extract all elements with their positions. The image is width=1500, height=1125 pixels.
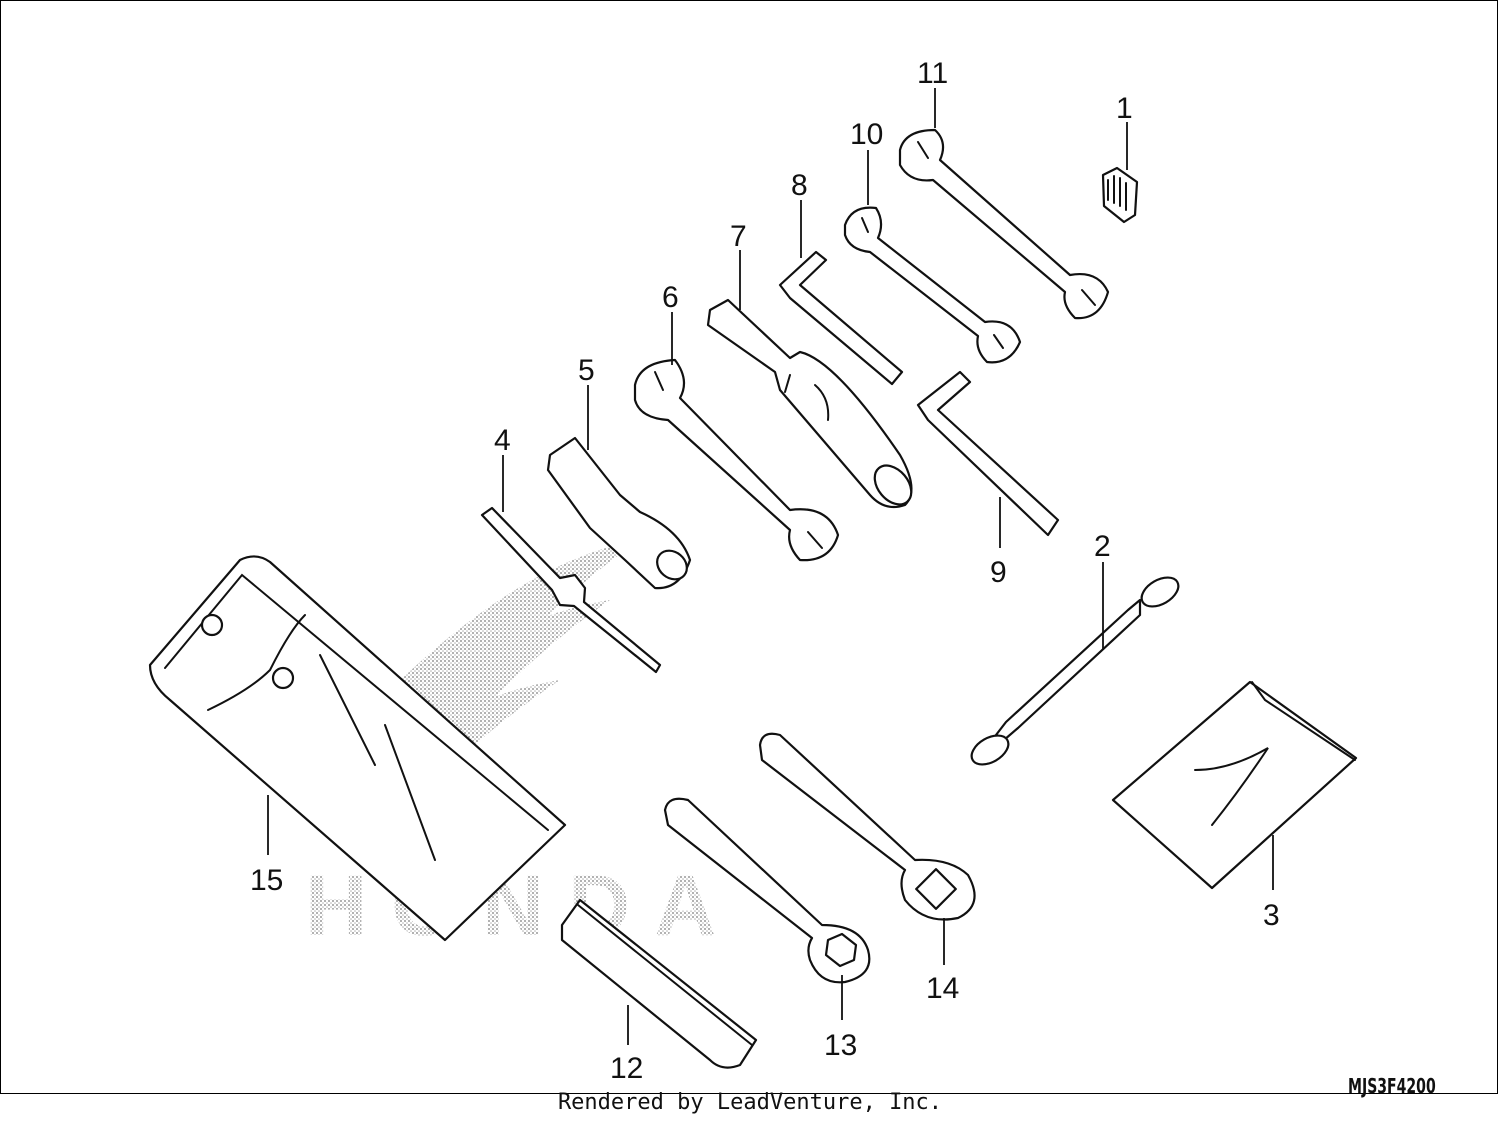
part-7-plug-wrench[interactable] xyxy=(706,298,919,511)
diagram-frame xyxy=(0,0,1498,1094)
callout-6[interactable]: 6 xyxy=(662,281,679,314)
callout-15[interactable]: 15 xyxy=(250,864,283,897)
callout-2[interactable]: 2 xyxy=(1094,530,1111,563)
part-2-strap[interactable] xyxy=(967,572,1184,771)
part-10-wrench[interactable] xyxy=(843,206,1022,364)
callout-numbers: 1 2 3 4 5 6 7 8 9 10 11 12 13 14 15 xyxy=(250,57,1280,1085)
callout-8[interactable]: 8 xyxy=(791,169,808,202)
diagram-code: MJS3F4200 xyxy=(1348,1074,1436,1098)
part-13-box-wrench[interactable] xyxy=(663,797,871,984)
part-6-wrench[interactable] xyxy=(633,358,840,562)
part-3-manual[interactable] xyxy=(1111,680,1358,890)
callout-9[interactable]: 9 xyxy=(990,556,1007,589)
leader-lines xyxy=(267,88,1274,1045)
part-1-clip[interactable] xyxy=(1101,166,1139,224)
callout-4[interactable]: 4 xyxy=(494,424,511,457)
part-4-screwdriver[interactable] xyxy=(480,506,662,674)
callout-14[interactable]: 14 xyxy=(926,972,959,1005)
callout-13[interactable]: 13 xyxy=(824,1029,857,1062)
part-9-hex-key[interactable] xyxy=(916,370,1060,537)
callout-1[interactable]: 1 xyxy=(1116,92,1133,125)
part-14-box-wrench[interactable] xyxy=(758,732,976,921)
tool-kit-diagram: HONDA xyxy=(148,57,1358,1085)
callout-7[interactable]: 7 xyxy=(730,220,747,253)
credit-text: Rendered by LeadVenture, Inc. xyxy=(557,1090,943,1115)
callout-11[interactable]: 11 xyxy=(917,57,948,90)
callout-5[interactable]: 5 xyxy=(578,354,595,387)
part-11-wrench[interactable] xyxy=(898,128,1110,320)
part-15-tool-bag[interactable] xyxy=(148,555,567,942)
callout-10[interactable]: 10 xyxy=(850,118,883,151)
part-12-extension-bar[interactable] xyxy=(560,898,758,1069)
part-5-driver-handle[interactable] xyxy=(546,436,693,590)
callout-3[interactable]: 3 xyxy=(1263,899,1280,932)
part-8-hex-key[interactable] xyxy=(778,250,904,386)
callout-12[interactable]: 12 xyxy=(610,1052,643,1085)
